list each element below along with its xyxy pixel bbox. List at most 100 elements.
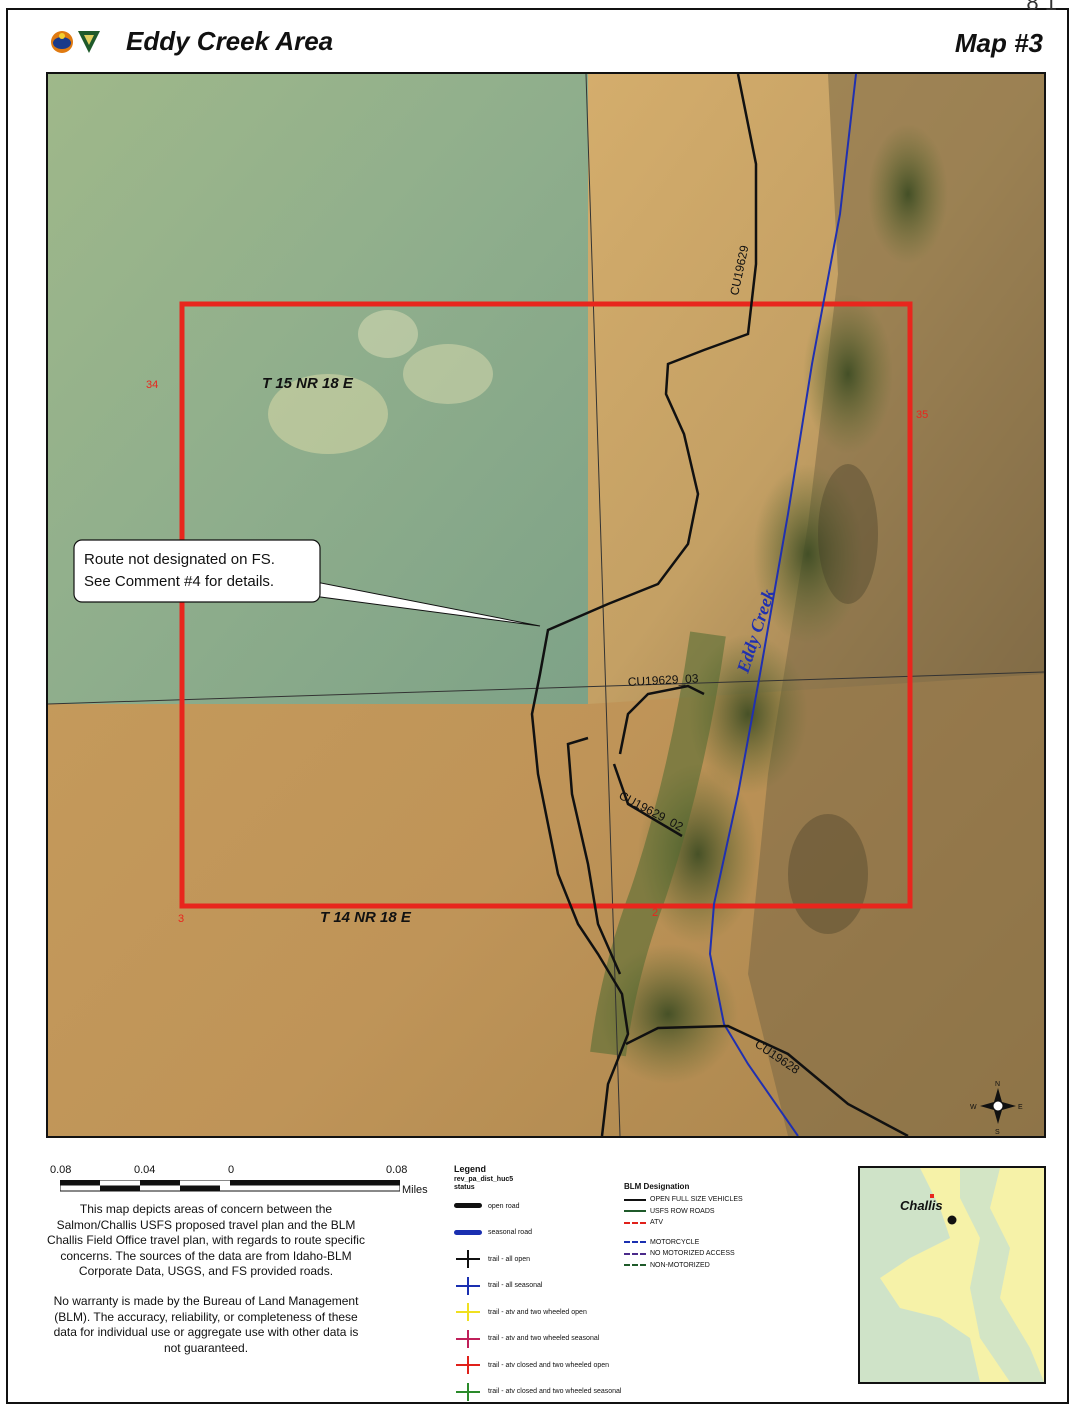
legend-item-label: trail - atv closed and two wheeled seaso… xyxy=(488,1388,622,1396)
trail-symbol-icon xyxy=(454,1303,482,1322)
focus-area-boundary[interactable] xyxy=(179,301,913,909)
callout-line-2: See Comment #4 for details. xyxy=(84,573,274,590)
scale-label: 0.08 xyxy=(386,1164,408,1176)
legend-item: trail - all open xyxy=(454,1246,634,1273)
road-cu19628 xyxy=(625,1024,909,1136)
compass-east: E xyxy=(1018,1104,1023,1111)
blm-designation-item: ATV xyxy=(624,1217,804,1229)
corner-mark: 8 1 xyxy=(1026,0,1057,15)
road-cu19629 xyxy=(530,74,758,1136)
blm-designation-item: USFS ROW ROADS xyxy=(624,1206,804,1218)
blm-designation-item: NO MOTORIZED ACCESS xyxy=(624,1248,804,1260)
blm-designation-label: USFS ROW ROADS xyxy=(650,1207,715,1215)
road-label: CU19629_03 xyxy=(627,671,699,689)
disclaimer-paragraph-2: No warranty is made by the Bureau of Lan… xyxy=(53,1293,359,1355)
scale-unit: Miles xyxy=(402,1184,428,1196)
trail-symbol-icon xyxy=(454,1276,482,1295)
hillside-shading xyxy=(748,74,1044,1136)
inset-label: Challis xyxy=(900,1198,943,1213)
road-spur-west xyxy=(566,736,622,975)
legend-title: Legend xyxy=(454,1164,487,1174)
legend-item: trail - atv closed and two wheeled seaso… xyxy=(454,1378,634,1405)
legend-item: trail - atv and two wheeled seasonal xyxy=(454,1325,634,1352)
road-cu19629-02 xyxy=(612,763,683,838)
section-number: 3 xyxy=(178,913,184,925)
map-view[interactable]: Route not designated on FS. See Comment … xyxy=(46,72,1046,1138)
eddy-creek-stream[interactable] xyxy=(708,74,857,1136)
challis-location-marker xyxy=(947,1215,957,1225)
legend-item-label: trail - all open xyxy=(488,1255,531,1263)
trail-symbol-icon xyxy=(454,1356,482,1375)
legend-item: trail - atv closed and two wheeled open xyxy=(454,1352,634,1379)
section-number: 35 xyxy=(916,409,928,421)
inset-map-graphic xyxy=(860,1168,1044,1382)
blm-designation-label: OPEN FULL SIZE VEHICLES xyxy=(650,1196,743,1204)
road-cu19629-03 xyxy=(618,684,705,755)
legend-item-label: seasonal road xyxy=(488,1229,532,1237)
inset-locator-map: Challis xyxy=(858,1166,1046,1384)
terrain-highlight xyxy=(268,374,388,454)
township-label-south: T 14 NR 18 E xyxy=(320,909,412,926)
section-line-horizontal xyxy=(48,671,1044,705)
map-number: Map #3 xyxy=(954,28,1043,58)
legend-layer: rev_pa_dist_huc5 xyxy=(454,1176,514,1183)
blm-designation-label: ATV xyxy=(650,1219,664,1227)
legend-item-label: trail - atv and two wheeled open xyxy=(488,1308,587,1316)
legend-field: status xyxy=(454,1184,475,1192)
compass-rose-icon: N S E W xyxy=(970,1081,1023,1136)
scale-bar: 0.08 0.04 0 0.08 Miles xyxy=(46,1150,446,1196)
designation-line-icon xyxy=(624,1264,646,1267)
map-footer: 0.08 0.04 0 0.08 Miles This map depicts … xyxy=(46,1150,1046,1401)
blm-designation-item: NON-MOTORIZED xyxy=(624,1260,804,1272)
blm-designation-label: NO MOTORIZED ACCESS xyxy=(650,1250,735,1258)
compass-north: N xyxy=(995,1081,1000,1088)
legend-item-label: trail - atv and two wheeled seasonal xyxy=(488,1335,600,1343)
disclaimer: This map depicts areas of concern betwee… xyxy=(46,1202,366,1370)
map-title: Eddy Creek Area xyxy=(126,26,334,56)
green-strip xyxy=(590,631,726,1057)
terrain-highlight xyxy=(403,344,493,404)
callout-line-1: Route not designated on FS. xyxy=(84,551,275,568)
legend-item: open road xyxy=(454,1193,634,1220)
road-symbol-icon xyxy=(454,1197,482,1215)
legend-item: trail - all seasonal xyxy=(454,1272,634,1299)
compass-south: S xyxy=(995,1129,1000,1136)
usfs-shield-icon xyxy=(78,31,100,53)
page-border xyxy=(6,8,1069,1404)
road-symbol-icon xyxy=(454,1224,482,1242)
blm-designation-legend: BLM Designation OPEN FULL SIZE VEHICLES U… xyxy=(624,1182,804,1271)
township-label-north: T 15 NR 18 E xyxy=(262,375,354,392)
disclaimer-paragraph-1: This map depicts areas of concern betwee… xyxy=(47,1202,365,1279)
legend-item-label: trail - atv closed and two wheeled open xyxy=(488,1361,610,1369)
trail-symbol-icon xyxy=(454,1329,482,1348)
compass-west: W xyxy=(970,1104,977,1111)
designation-line-icon xyxy=(624,1241,646,1244)
riparian-vegetation xyxy=(598,124,948,1084)
legend-item: seasonal road xyxy=(454,1219,634,1246)
legend-item-label: open road xyxy=(488,1202,520,1210)
scale-label: 0.04 xyxy=(134,1164,156,1176)
callout-box[interactable] xyxy=(73,539,321,603)
blm-designation-item: MOTORCYCLE xyxy=(624,1237,804,1249)
legend: Legend rev_pa_dist_huc5 status open road… xyxy=(454,1164,634,1405)
blm-designation-title: BLM Designation xyxy=(624,1182,690,1191)
designation-line-icon xyxy=(624,1210,646,1213)
legend-item-label: trail - all seasonal xyxy=(488,1282,543,1290)
designation-line-icon xyxy=(624,1252,646,1255)
designation-line-icon xyxy=(624,1221,646,1224)
blm-designation-item: OPEN FULL SIZE VEHICLES xyxy=(624,1194,804,1206)
blm-designation-label: MOTORCYCLE xyxy=(650,1238,700,1246)
trail-symbol-icon xyxy=(454,1382,482,1401)
scale-label: 0 xyxy=(228,1164,235,1176)
scale-bar-graphic xyxy=(60,1180,400,1192)
blm-designation-label: NON-MOTORIZED xyxy=(650,1261,710,1269)
trail-symbol-icon xyxy=(454,1250,482,1269)
section-number: 34 xyxy=(146,379,158,391)
agency-logo-icon xyxy=(51,31,73,53)
legend-item: trail - atv and two wheeled open xyxy=(454,1299,634,1326)
terrain-highlight xyxy=(358,310,418,358)
designation-line-icon xyxy=(624,1198,646,1201)
scale-label: 0.08 xyxy=(50,1164,72,1176)
section-number: 2 xyxy=(652,907,658,919)
area-location-marker xyxy=(930,1194,934,1198)
